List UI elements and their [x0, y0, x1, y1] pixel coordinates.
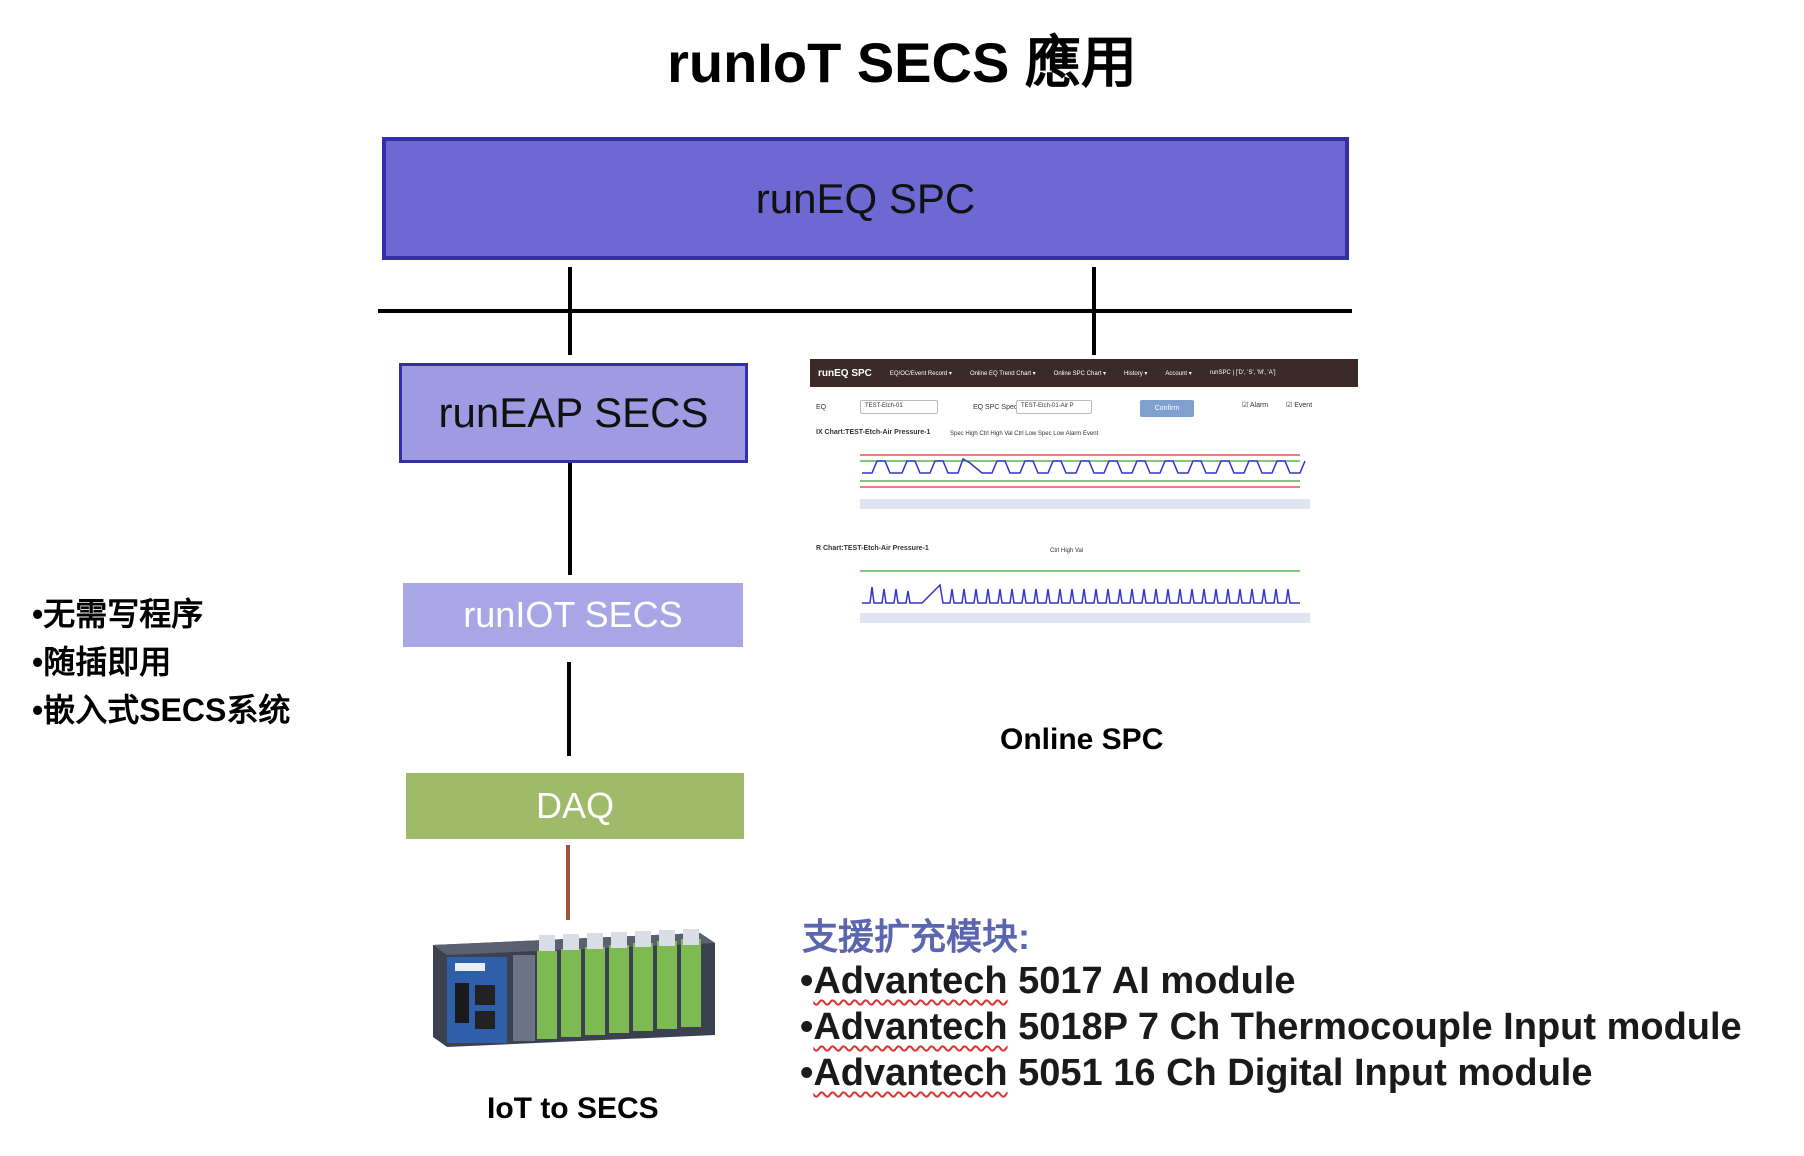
eap-to-iot-line: [568, 463, 572, 575]
spc-eq-label: EQ: [816, 404, 827, 411]
extension-heading: 支援扩充模块:: [802, 916, 1030, 957]
runiot-secs-box: runIOT SECS: [403, 583, 743, 647]
module-list: •Advantech 5017 AI module •Advantech 501…: [800, 958, 1742, 1096]
spc-nav-item: EQ/OC/Event Record ▾: [889, 370, 952, 377]
spc-spec-label: EQ SPC Spec: [973, 404, 1018, 411]
runiot-secs-label: runIOT SECS: [463, 594, 683, 635]
feature-list: •无需写程序 •随插即用 •嵌入式SECS系统: [32, 590, 290, 734]
module-bullet: •: [800, 1052, 814, 1094]
spc-spec-select: TEST-Etch-01-Air P: [1016, 400, 1092, 414]
spc-navbar: runEQ SPC EQ/OC/Event Record ▾ Online EQ…: [810, 359, 1358, 387]
iot-to-daq-line: [567, 662, 571, 756]
feature-item: •嵌入式SECS系统: [32, 692, 291, 728]
feature-item: •随插即用: [32, 644, 172, 680]
spc-nav-item: History ▾: [1124, 370, 1148, 377]
spc-alarm-label: Alarm: [1249, 402, 1269, 409]
spc-chart2: [860, 570, 1310, 623]
spc-nav-item: Account ▾: [1165, 370, 1192, 377]
spc-chart2-title: R Chart:TEST-Etch-Air Pressure-1: [816, 545, 929, 552]
module-brand: Advantech: [813, 1052, 1008, 1094]
feature-item: •无需写程序: [32, 596, 204, 632]
module-bullet: •: [800, 1006, 814, 1048]
online-spc-screenshot: runEQ SPC EQ/OC/Event Record ▾ Online EQ…: [810, 359, 1358, 659]
module-item: •Advantech 5051 16 Ch Digital Input modu…: [800, 1050, 1742, 1096]
spc-chart2-legend: Ctrl High Val: [1050, 548, 1084, 554]
daq-to-hardware-line: [566, 845, 570, 920]
spc-event-checkbox: ☑ Event: [1286, 402, 1313, 409]
module-bullet: •: [800, 960, 814, 1002]
spc-chart1-title: IX Chart:TEST-Etch-Air Pressure-1: [816, 429, 931, 436]
runeap-secs-box: runEAP SECS: [399, 363, 748, 463]
module-desc: 5018P 7 Ch Thermocouple Input module: [1007, 1006, 1742, 1048]
spc-brand: runEQ SPC: [818, 367, 872, 379]
spc-nav-item: Online SPC Chart ▾: [1053, 370, 1107, 377]
online-spc-caption: Online SPC: [1000, 723, 1164, 756]
spc-event-label: Event: [1294, 402, 1313, 409]
page-title: runIoT SECS 應用: [667, 31, 1137, 94]
module-brand: Advantech: [813, 960, 1008, 1002]
spc-chart1: [860, 454, 1310, 509]
module-desc: 5051 16 Ch Digital Input module: [1007, 1052, 1593, 1094]
spc-nav-item: Online EQ Trend Chart ▾: [969, 370, 1036, 377]
runeq-spc-label: runEQ SPC: [755, 174, 976, 222]
runeq-spc-box: runEQ SPC: [382, 137, 1349, 260]
runeap-secs-label: runEAP SECS: [438, 389, 709, 436]
module-brand: Advantech: [813, 1006, 1008, 1048]
network-bus-line: [378, 309, 1352, 313]
adam-daq-hardware-image: [433, 929, 715, 1047]
module-desc: 5017 AI module: [1007, 960, 1296, 1002]
spc-confirm-button: Confirm: [1140, 400, 1194, 417]
spc-nav-item: runSPC | ['D', 'S', 'M', 'A']: [1209, 370, 1276, 376]
daq-label: DAQ: [535, 785, 614, 826]
daq-box: DAQ: [406, 773, 744, 839]
module-item: •Advantech 5018P 7 Ch Thermocouple Input…: [800, 1004, 1742, 1050]
spc-alarm-checkbox: ☑ Alarm: [1242, 402, 1269, 409]
iot-to-secs-caption: IoT to SECS: [487, 1092, 659, 1125]
spc-eq-select: TEST-Etch-01: [860, 400, 938, 414]
module-item: •Advantech 5017 AI module: [800, 958, 1742, 1004]
spc-chart1-legend: Spec High Ctrl High Val Ctrl Low Spec Lo…: [950, 431, 1099, 437]
